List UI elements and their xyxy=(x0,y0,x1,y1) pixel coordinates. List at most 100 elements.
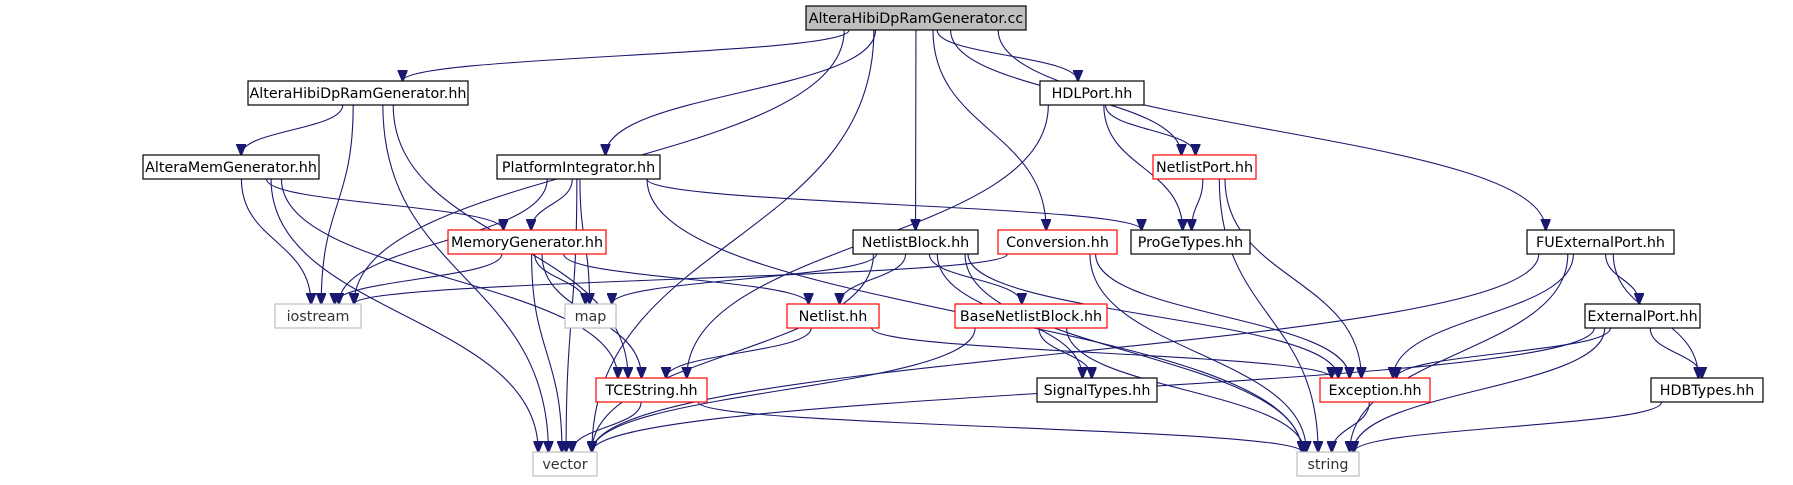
node-box-map[interactable] xyxy=(564,303,617,329)
node-label-memgen: MemoryGenerator.hh xyxy=(451,235,603,251)
node-progetypes[interactable]: ProGeTypes.hh xyxy=(1130,229,1251,255)
edge-netlist-to-exception xyxy=(871,327,1332,378)
node-hdbtypes[interactable]: HDBTypes.hh xyxy=(1650,377,1764,403)
node-box-altmem[interactable] xyxy=(142,154,320,180)
node-memgen[interactable]: MemoryGenerator.hh xyxy=(447,229,607,255)
node-label-althh: AlteraHibiDpRamGenerator.hh xyxy=(250,86,467,102)
node-label-hdlport: HDLPort.hh xyxy=(1052,86,1133,102)
node-box-string[interactable] xyxy=(1296,451,1360,477)
edge-memgen-to-vector xyxy=(531,253,562,452)
edge-platint-to-iostream xyxy=(339,178,548,304)
edge-conversion-to-iostream xyxy=(354,253,1009,304)
edge-altmem-to-memgen xyxy=(265,178,504,230)
node-label-hdbtypes: HDBTypes.hh xyxy=(1660,383,1755,399)
node-box-hdlport[interactable] xyxy=(1039,80,1145,106)
edge-exception-to-string xyxy=(1332,401,1370,452)
edge-root-to-fuext xyxy=(997,29,1546,230)
node-box-memgen[interactable] xyxy=(447,229,607,255)
node-box-iostream[interactable] xyxy=(274,303,362,329)
node-platint[interactable]: PlatformIntegrator.hh xyxy=(496,154,661,180)
edge-netlistport-to-exception xyxy=(1224,178,1361,378)
node-box-basenb[interactable] xyxy=(954,303,1108,329)
node-box-netlist[interactable] xyxy=(786,303,880,329)
node-root[interactable]: AlteraHibiDpRamGenerator.cc xyxy=(805,5,1027,31)
node-exception[interactable]: Exception.hh xyxy=(1319,377,1431,403)
edge-fuext-to-extport xyxy=(1604,253,1640,304)
edge-basenb-to-string xyxy=(1066,327,1305,452)
edge-altmem-to-tcestring xyxy=(280,178,617,378)
node-altmem[interactable]: AlteraMemGenerator.hh xyxy=(142,154,320,180)
node-box-root[interactable] xyxy=(805,5,1027,31)
edge-platint-to-progetypes xyxy=(646,178,1142,230)
edge-memgen-to-map xyxy=(534,253,586,304)
node-label-netlistport: NetlistPort.hh xyxy=(1156,160,1253,176)
edge-netlistblock-to-exception xyxy=(967,253,1338,378)
edge-memgen-to-iostream xyxy=(335,253,503,304)
node-label-basenb: BaseNetlistBlock.hh xyxy=(960,309,1102,325)
edge-netlistport-to-string xyxy=(1218,178,1318,452)
node-iostream[interactable]: iostream xyxy=(274,303,362,329)
node-label-netlistblock: NetlistBlock.hh xyxy=(862,235,969,251)
edge-root-to-conversion xyxy=(932,29,1046,230)
node-label-progetypes: ProGeTypes.hh xyxy=(1138,235,1244,251)
node-label-exception: Exception.hh xyxy=(1328,383,1421,399)
node-label-fuext: FUExternalPort.hh xyxy=(1536,235,1665,251)
node-conversion[interactable]: Conversion.hh xyxy=(997,229,1118,255)
node-string[interactable]: string xyxy=(1296,451,1360,477)
node-box-fuext[interactable] xyxy=(1526,229,1675,255)
node-box-althh[interactable] xyxy=(247,80,469,106)
edge-netlistblock-to-netlist xyxy=(840,253,907,304)
node-netlistport[interactable]: NetlistPort.hh xyxy=(1152,154,1257,180)
edge-althh-to-vector xyxy=(382,104,549,452)
node-label-platint: PlatformIntegrator.hh xyxy=(502,160,655,176)
node-box-vector[interactable] xyxy=(532,451,598,477)
edge-netlistblock-to-vector xyxy=(592,253,874,452)
node-box-signaltypes[interactable] xyxy=(1036,377,1158,403)
edge-basenb-to-vector xyxy=(592,327,976,452)
node-vector[interactable]: vector xyxy=(532,451,598,477)
node-box-hdbtypes[interactable] xyxy=(1650,377,1764,403)
node-box-netlistport[interactable] xyxy=(1152,154,1257,180)
edge-root-to-vector xyxy=(592,29,875,452)
edge-extport-to-string xyxy=(1353,327,1606,452)
node-extport[interactable]: ExternalPort.hh xyxy=(1584,303,1701,329)
node-box-platint[interactable] xyxy=(496,154,661,180)
edge-netlist-to-tcestring xyxy=(666,327,812,378)
edge-hdlport-to-progetypes xyxy=(1103,104,1183,230)
edge-hdlport-to-netlistport xyxy=(1104,104,1196,155)
node-label-altmem: AlteraMemGenerator.hh xyxy=(145,160,317,176)
node-map[interactable]: map xyxy=(564,303,617,329)
edge-netlistblock-to-map xyxy=(612,253,878,304)
node-label-iostream: iostream xyxy=(287,309,350,325)
node-netlistblock[interactable]: NetlistBlock.hh xyxy=(852,229,979,255)
edge-fuext-to-vector xyxy=(592,253,1540,452)
node-label-map: map xyxy=(575,309,607,325)
edge-platint-to-memgen xyxy=(531,178,573,230)
edge-tcestring-to-string xyxy=(697,401,1302,452)
node-tcestring[interactable]: TCEString.hh xyxy=(595,377,708,403)
edge-extport-to-hdbtypes xyxy=(1649,327,1702,378)
node-label-signaltypes: SignalTypes.hh xyxy=(1044,383,1151,399)
edge-fuext-to-exception xyxy=(1393,253,1574,378)
node-hdlport[interactable]: HDLPort.hh xyxy=(1039,80,1145,106)
node-box-progetypes[interactable] xyxy=(1130,229,1251,255)
edge-netlistport-to-progetypes xyxy=(1192,178,1204,230)
edge-altmem-to-iostream xyxy=(240,178,311,304)
edge-netlistblock-to-string xyxy=(964,253,1302,452)
nodes-layer: AlteraHibiDpRamGenerator.ccAlteraHibiDpR… xyxy=(142,5,1764,477)
node-fuext[interactable]: FUExternalPort.hh xyxy=(1526,229,1675,255)
node-basenb[interactable]: BaseNetlistBlock.hh xyxy=(954,303,1108,329)
node-althh[interactable]: AlteraHibiDpRamGenerator.hh xyxy=(247,80,469,106)
node-label-extport: ExternalPort.hh xyxy=(1587,309,1697,325)
node-box-netlistblock[interactable] xyxy=(852,229,979,255)
node-box-tcestring[interactable] xyxy=(595,377,708,403)
edge-althh-to-altmem xyxy=(241,104,344,155)
edge-fuext-to-string xyxy=(1350,253,1569,452)
node-netlist[interactable]: Netlist.hh xyxy=(786,303,880,329)
node-box-extport[interactable] xyxy=(1584,303,1701,329)
edge-root-to-althh xyxy=(403,29,850,81)
node-signaltypes[interactable]: SignalTypes.hh xyxy=(1036,377,1158,403)
node-box-exception[interactable] xyxy=(1319,377,1431,403)
node-box-conversion[interactable] xyxy=(997,229,1118,255)
